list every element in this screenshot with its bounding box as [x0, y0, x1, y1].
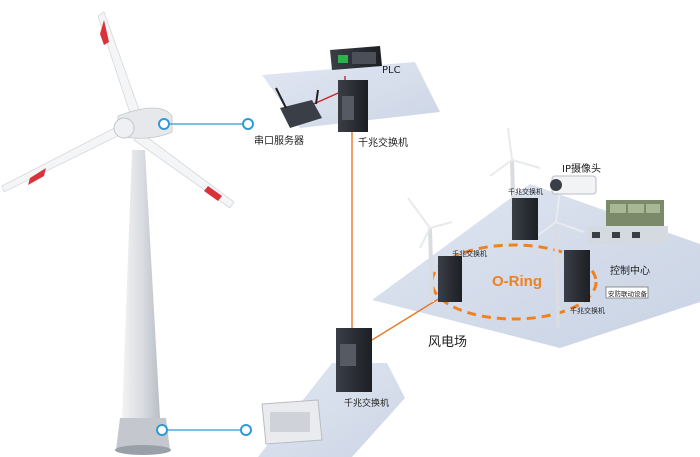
label-o-ring: O-Ring [492, 273, 542, 290]
switch-ring-left-device [438, 256, 462, 302]
wind-turbine-large [1, 11, 235, 455]
label-security-linkage: 安防联动设备 [608, 289, 648, 298]
plc-device [330, 46, 382, 70]
fiber-link-to-ring [371, 297, 441, 341]
label-switch-top: 千兆交换机 [358, 136, 408, 149]
label-switch-ring-right: 千兆交换机 [570, 306, 605, 315]
ip-camera-device [550, 175, 597, 195]
connector-dot-base [156, 424, 168, 436]
label-switch-ring-left: 千兆交换机 [452, 249, 487, 258]
connector-dot-nacelle [158, 118, 170, 130]
ups-cabinet [261, 399, 323, 445]
label-ip-camera: IP摄像头 [562, 162, 601, 175]
switch-ring-mid-device [512, 198, 538, 240]
label-wind-farm: 风电场 [428, 335, 467, 350]
label-switch-bottom: 千兆交换机 [344, 397, 389, 409]
switch-bottom-device [336, 328, 372, 392]
connector-dot-ups [240, 424, 252, 436]
control-center-room [588, 200, 668, 244]
switch-ring-right-device [564, 250, 590, 302]
o-ring [430, 243, 598, 321]
farm-turbine-left [407, 197, 453, 303]
switch-top-device [338, 80, 368, 132]
connector-dot-serial [242, 118, 254, 130]
label-serial-server: 串口服务器 [254, 134, 304, 147]
serial-server-device [275, 87, 322, 128]
label-switch-ring-mid: 千兆交换机 [508, 187, 543, 196]
security-linkage-box [605, 286, 649, 299]
label-control-center: 控制中心 [610, 264, 650, 277]
label-plc: PLC [382, 65, 401, 76]
